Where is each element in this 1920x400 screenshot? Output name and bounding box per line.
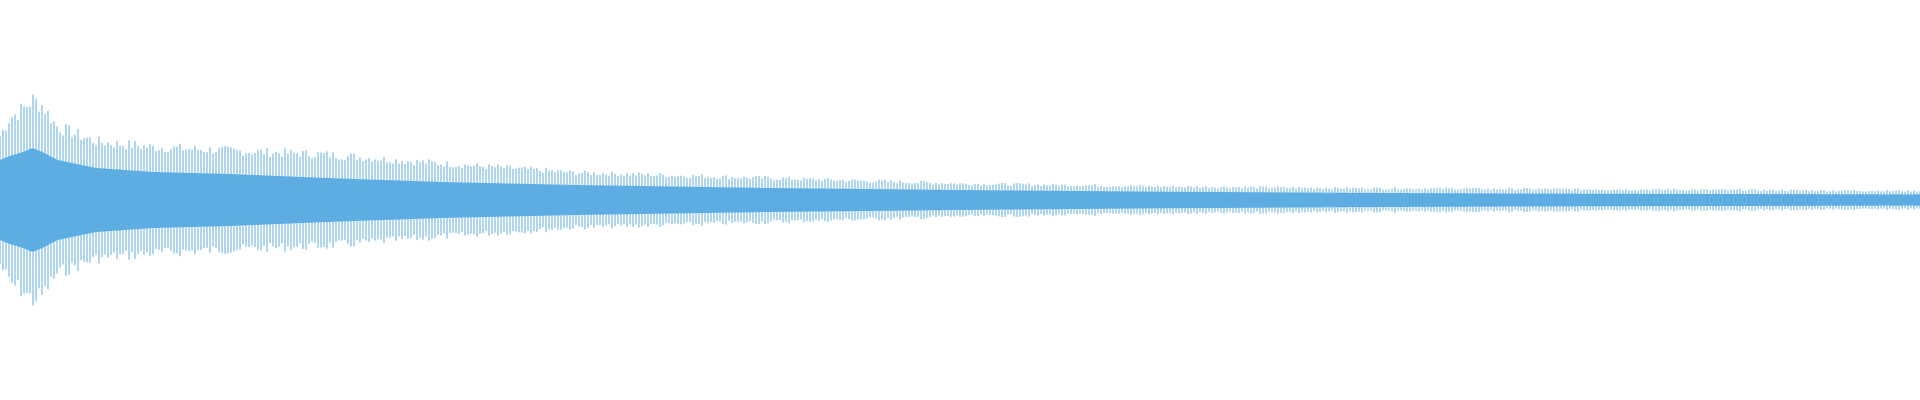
waveform-series — [0, 94, 1920, 306]
